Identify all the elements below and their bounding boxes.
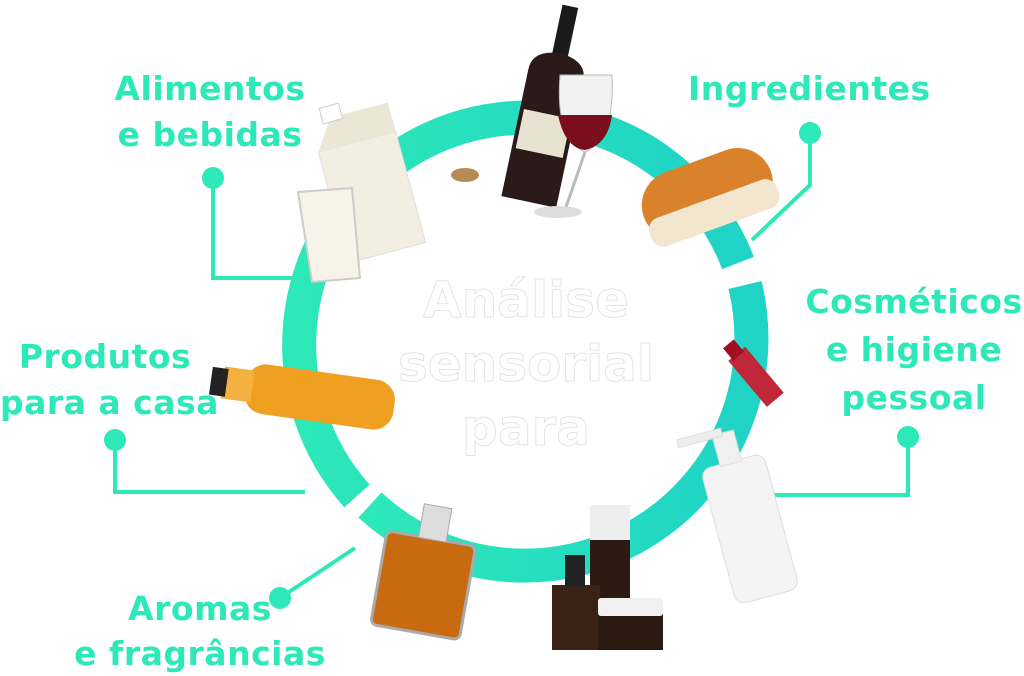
connector-ingredientes (750, 122, 821, 242)
label-line: Aromas (128, 589, 272, 628)
label-line: pessoal (841, 378, 987, 417)
label-line: e higiene (825, 330, 1003, 369)
lotion-bottle-icon (676, 427, 798, 604)
label-line: e bebidas (117, 115, 303, 154)
label-line: Cosméticos (805, 282, 1023, 321)
label-line: Produtos (18, 337, 192, 376)
label-aromas: Aromas e fragrâncias (50, 586, 350, 676)
connector-aromas (269, 546, 357, 609)
connector-cosmeticos (770, 426, 919, 497)
label-line: para a casa (0, 383, 219, 422)
center-title-line: para (462, 399, 591, 458)
label-line: Alimentos (114, 69, 306, 108)
lipstick-icon (723, 339, 784, 407)
bread-icon (641, 148, 780, 247)
label-line: Ingredientes (688, 69, 931, 108)
perfume-bottle-icon (370, 503, 477, 641)
label-ingredientes: Ingredientes (688, 68, 931, 110)
label-alimentos: Alimentos e bebidas (110, 66, 310, 158)
connectors (104, 122, 919, 609)
label-produtos: Produtos para a casa (0, 334, 219, 426)
center-title-line: sensorial (397, 335, 655, 394)
juice-bottle-icon (208, 364, 395, 430)
center-title-line: Análise (423, 271, 630, 330)
milk-glass-icon (296, 186, 362, 284)
label-line: e fragrâncias (74, 634, 326, 673)
wine-glass-icon (534, 74, 613, 218)
connector-produtos (104, 429, 305, 494)
cosmetic-jars-icon (552, 505, 663, 650)
label-cosmeticos: Cosméticos e higiene pessoal (800, 278, 1024, 422)
center-title: Análise sensorial para (396, 268, 656, 460)
connector-alimentos (202, 167, 292, 280)
cork-icon (451, 168, 479, 182)
